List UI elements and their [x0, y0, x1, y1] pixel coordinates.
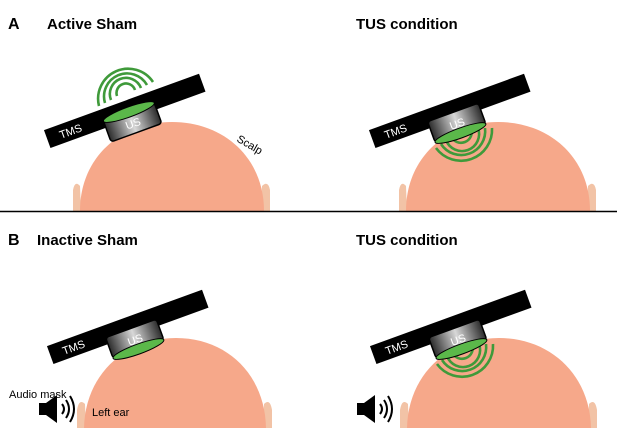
tms-coil [46, 289, 209, 365]
panel-b-letter: B [8, 232, 20, 249]
tms-us-assembly-b-left: TMS US [46, 289, 209, 365]
head-shape [407, 338, 591, 428]
audio-mask-label: Audio mask [9, 389, 67, 401]
left-ear-label: Left ear [92, 407, 130, 419]
left-ear-shape [77, 402, 86, 428]
sound-wave-icon [61, 395, 75, 423]
panel-a-left-title: Active Sham [47, 16, 137, 33]
panel-b: B Inactive Sham TUS condition TMS US Aud… [8, 232, 597, 428]
us-label: US [449, 332, 467, 349]
speaker-icon [39, 395, 57, 423]
left-ear-shape [400, 402, 409, 428]
us-label: US [124, 116, 142, 133]
ultrasound-wave-icon [96, 67, 155, 107]
head-inactive-sham [77, 338, 272, 428]
tms-us-assembly-a-left: TMS US [43, 73, 206, 149]
transducer-face [102, 101, 155, 123]
ultrasound-wave-icon [435, 343, 495, 378]
panel-b-right-title: TUS condition [356, 232, 458, 249]
tms-us-assembly-b-right: TMS US [369, 289, 532, 365]
tms-us-assembly-a-right: TMS US [368, 73, 531, 149]
transducer-face [112, 338, 165, 360]
left-ear-shape [73, 183, 81, 211]
tms-coil [368, 73, 531, 149]
head-shape [406, 122, 590, 211]
panel-b-left-title: Inactive Sham [37, 232, 138, 249]
transducer-face [435, 338, 488, 360]
us-label: US [126, 332, 144, 349]
head-shape [80, 122, 264, 211]
head-tus-a [399, 122, 596, 211]
panel-a-right-title: TUS condition [356, 16, 458, 33]
tms-coil [369, 289, 532, 365]
head-active-sham [73, 122, 270, 211]
head-tus-b [400, 338, 597, 428]
speaker-icon [357, 395, 375, 423]
sound-wave-icon [379, 395, 393, 423]
transducer-face [434, 122, 487, 144]
us-label: US [448, 116, 466, 133]
left-ear-shape [399, 183, 407, 211]
head-shape [84, 338, 266, 428]
panel-a-letter: A [8, 16, 20, 33]
panel-a: A Active Sham TUS condition Scalp TMS US [8, 16, 596, 211]
